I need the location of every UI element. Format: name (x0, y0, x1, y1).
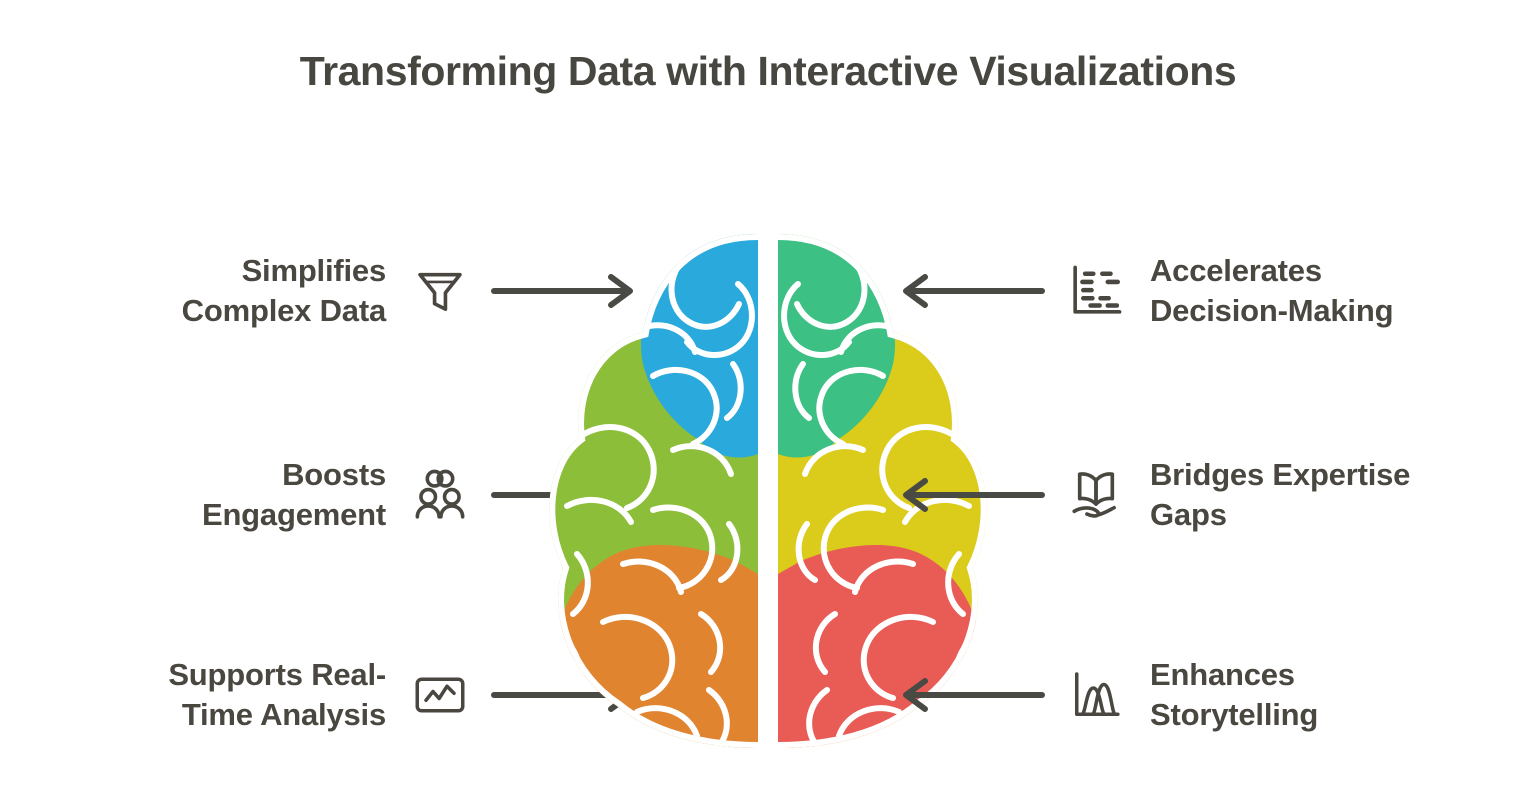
feature-label-line1: Bridges Expertise (1150, 457, 1411, 493)
feature-label: Bridges Expertise Gaps (1150, 455, 1410, 534)
feature-label: Supports Real- Time Analysis (168, 655, 386, 734)
feature-label-line2: Complex Data (181, 293, 387, 328)
feature-label-line2: Engagement (201, 497, 386, 532)
feature-label-line2: Storytelling (1150, 697, 1319, 732)
line-chart-screen-icon (408, 663, 472, 727)
feature-item-supports-real-time-analysis[interactable]: Supports Real- Time Analysis (40, 640, 640, 750)
gantt-chart-icon (1064, 259, 1128, 323)
collaboration-people-icon (408, 463, 472, 527)
feature-label-line1: Enhances (1150, 657, 1295, 693)
feature-label-line1: Supports Real- (168, 657, 386, 693)
arrow-right-icon (490, 271, 640, 311)
feature-item-simplifies-complex-data[interactable]: Simplifies Complex Data (40, 236, 640, 346)
arrow-left-icon (896, 675, 1046, 715)
arrow-left-icon (896, 271, 1046, 311)
feature-item-enhances-storytelling[interactable]: Enhances Storytelling (896, 640, 1496, 750)
feature-label-line2: Time Analysis (181, 697, 386, 732)
feature-label: Boosts Engagement (202, 455, 386, 534)
arrow-left-icon (896, 475, 1046, 515)
feature-label-line1: Boosts (282, 457, 386, 493)
brain-left-hemisphere (549, 234, 758, 748)
funnel-icon (408, 259, 472, 323)
feature-label-line1: Simplifies (241, 253, 387, 289)
brain-left-outline (549, 234, 758, 748)
feature-label: Accelerates Decision-Making (1150, 251, 1394, 330)
feature-item-accelerates-decision-making[interactable]: Accelerates Decision-Making (896, 236, 1496, 346)
feature-label: Simplifies Complex Data (181, 251, 387, 330)
page-title: Transforming Data with Interactive Visua… (299, 48, 1237, 94)
feature-label-line2: Decision-Making (1150, 293, 1394, 328)
book-on-hand-icon (1064, 463, 1128, 527)
distribution-curves-icon (1064, 663, 1128, 727)
brain-hemispheres-illustration (533, 224, 1003, 756)
brain-central-fissure (759, 224, 777, 756)
feature-label-line1: Accelerates (1150, 253, 1322, 289)
feature-label: Enhances Storytelling (1150, 655, 1318, 734)
feature-label-line2: Gaps (1150, 497, 1227, 532)
feature-item-bridges-expertise-gaps[interactable]: Bridges Expertise Gaps (896, 440, 1496, 550)
